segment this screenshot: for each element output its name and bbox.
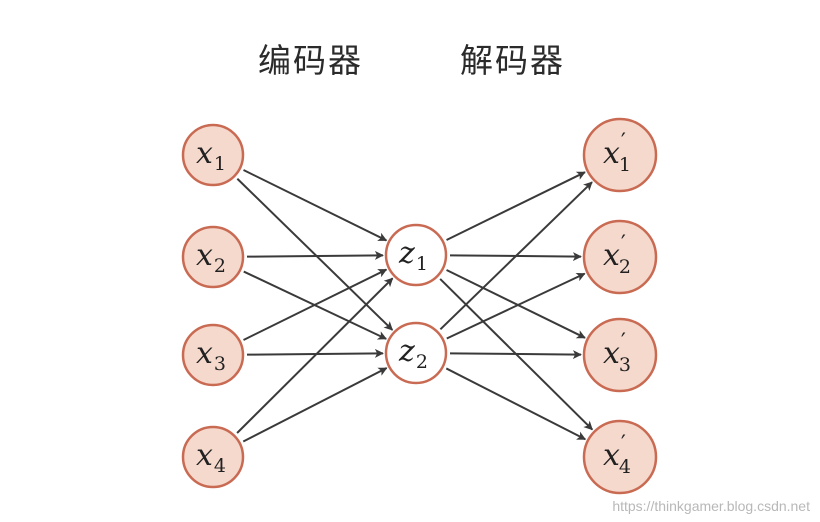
input-node-x1: x1 [181,123,245,187]
decoder-title: 解码器 [460,41,565,80]
edge-z2-to-x1p [439,181,593,331]
watermark: https://thinkgamer.blog.csdn.net [612,498,810,514]
output-node-x3p: x′3 [582,317,658,393]
hidden-node-label: z1 [398,236,428,275]
output-node-circle [582,317,658,393]
edge-group [236,169,593,443]
input-node-circle [181,225,245,289]
output-node-label: x′1 [603,130,631,176]
input-node-label: x4 [196,438,226,477]
input-node-circle [181,425,245,489]
output-node-circle [582,219,658,295]
hidden-node-circle [384,321,448,385]
output-node-label: x′4 [603,432,631,478]
input-node-x3: x3 [181,323,245,387]
hidden-node-z1: z1 [384,223,448,287]
output-node-x1p: x′1 [582,117,658,193]
edge-x3-to-z1 [243,268,388,341]
input-node-circle [181,123,245,187]
input-node-circle [181,323,245,387]
edge-z2-to-x4p [445,367,587,441]
edge-x2-to-z1 [246,250,384,260]
edge-x1-to-z1 [243,169,388,242]
edge-z2-to-x2p [446,272,586,340]
edge-z2-to-x3p [449,350,582,360]
hidden-node-circle [384,223,448,287]
input-node-x4: x4 [181,425,245,489]
edge-x4-to-z2 [242,367,388,443]
output-node-label: x′2 [603,232,631,278]
output-node-circle [582,419,658,495]
output-node-label: x′3 [603,330,631,376]
hidden-node-label: z2 [398,334,428,373]
input-node-label: x3 [196,336,226,375]
output-node-x2p: x′2 [582,219,658,295]
input-node-label: x1 [196,136,226,175]
edge-x4-to-z1 [236,277,394,434]
edge-z1-to-x1p [446,171,586,241]
encoder-title: 编码器 [258,41,363,80]
edge-x1-to-z2 [236,178,394,331]
edge-z1-to-x3p [446,269,586,339]
output-node-circle [582,117,658,193]
input-node-label: x2 [196,238,226,277]
hidden-node-z2: z2 [384,321,448,385]
edge-x3-to-z2 [246,348,384,358]
node-group: x1 x2 x3 x4 z1 z2 x′1 x′2 x′3 x′4 [181,117,658,495]
output-node-x4p: x′4 [582,419,658,495]
input-node-x2: x2 [181,225,245,289]
